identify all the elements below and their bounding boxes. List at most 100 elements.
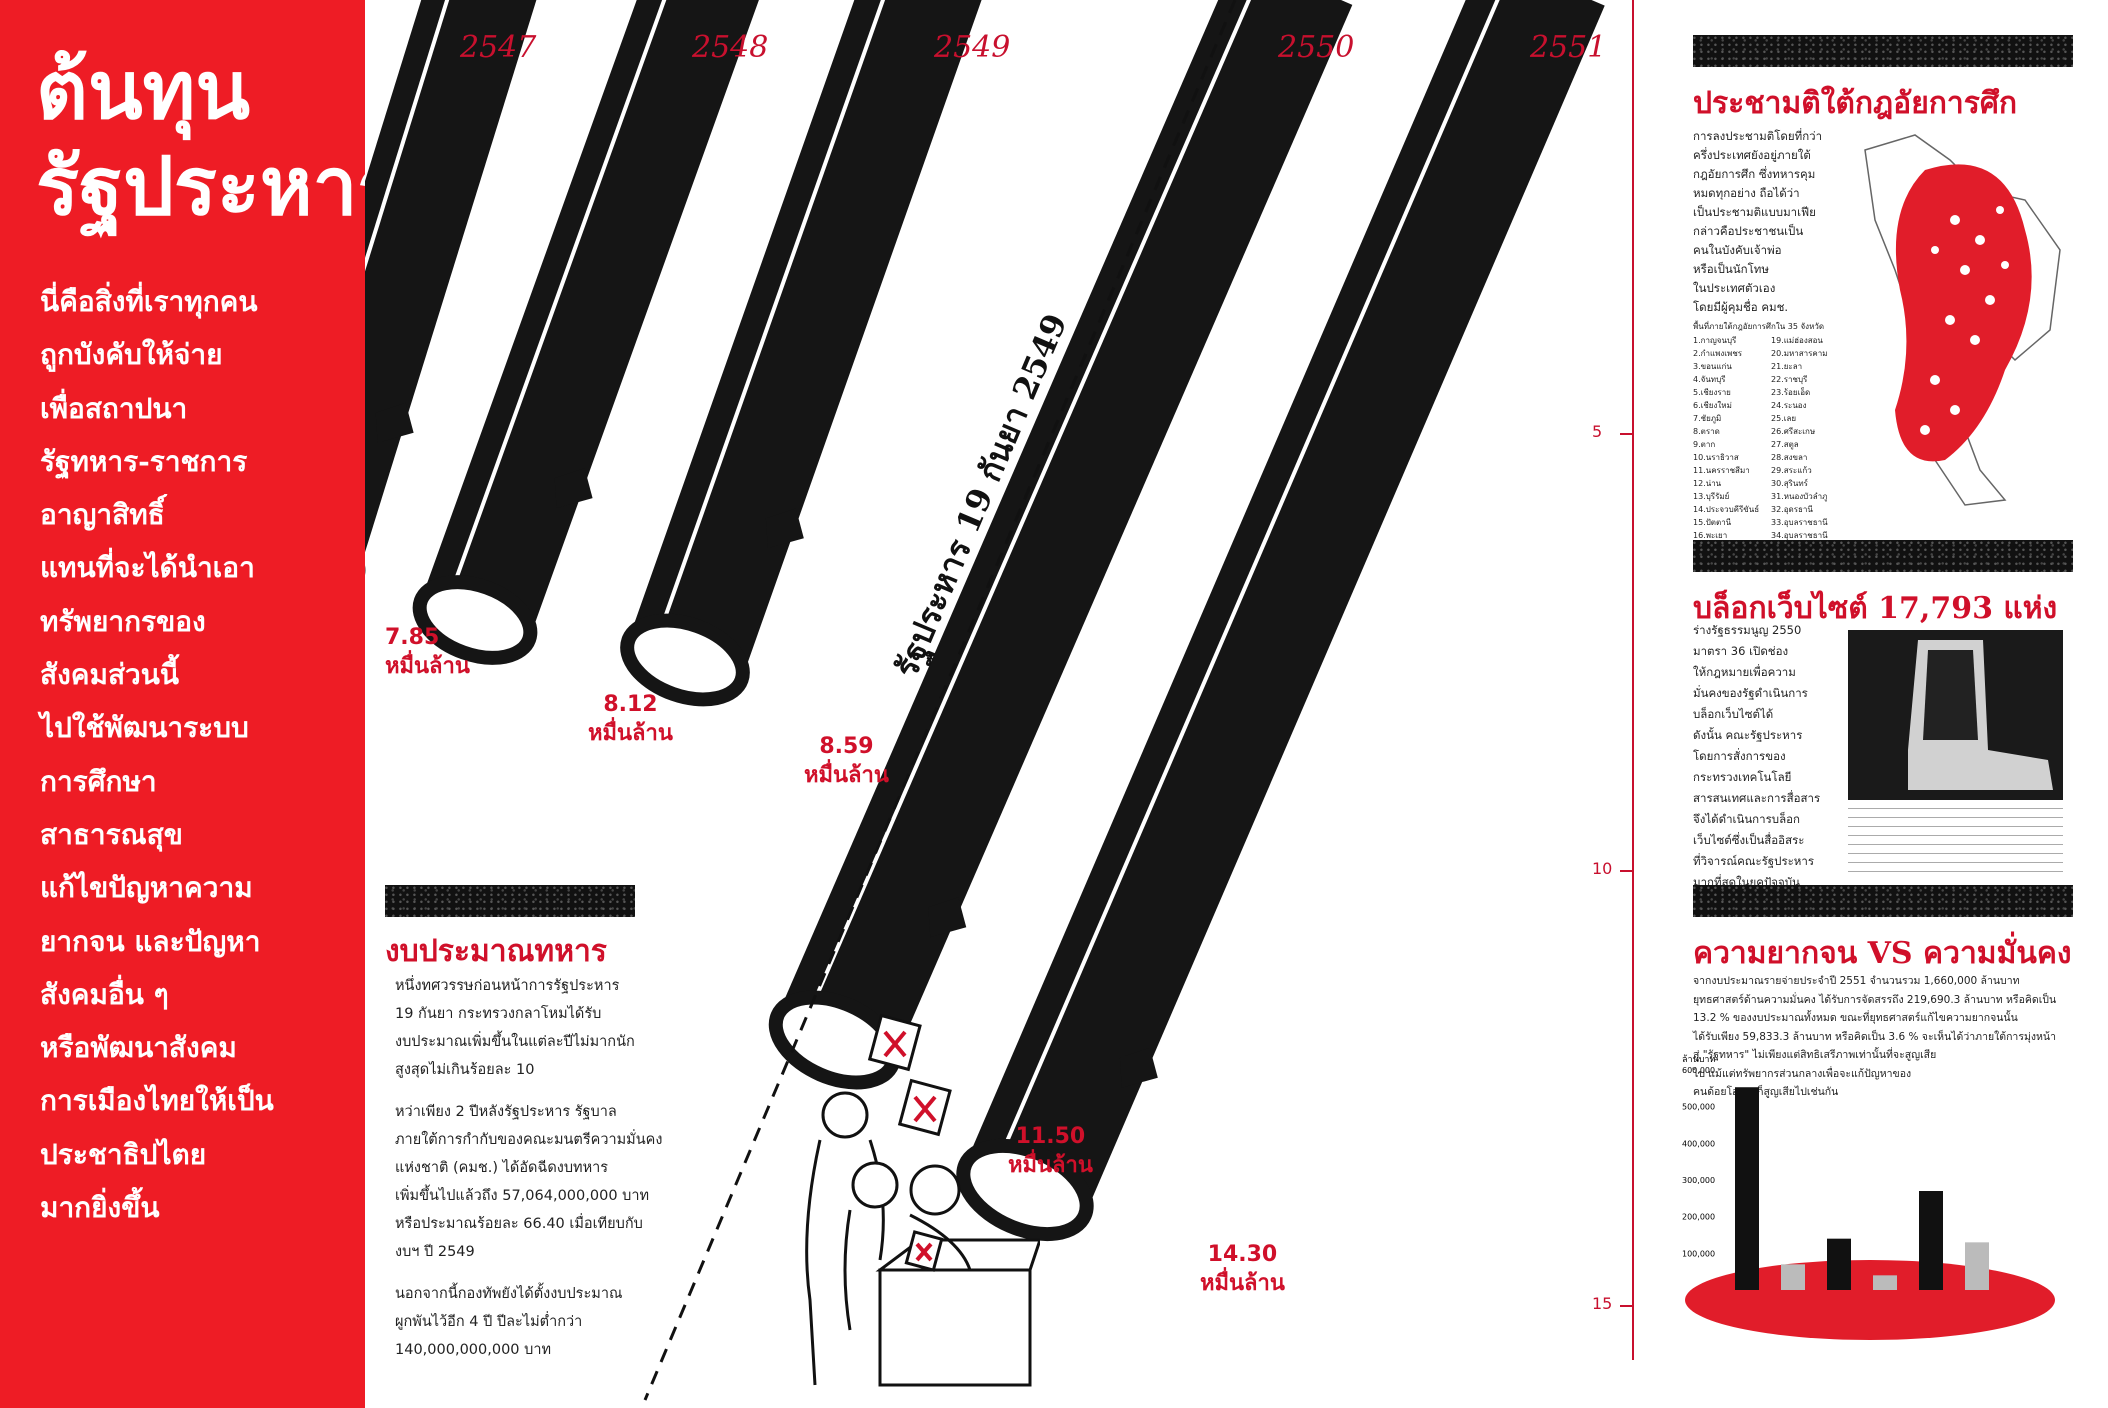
province-item: 32.อุดรธานี bbox=[1771, 505, 1813, 514]
chart-ylabel: ล้านบาท bbox=[1682, 1054, 1715, 1065]
province-item: 5.เชียงราย bbox=[1693, 388, 1731, 397]
value-unit: หมื่นล้าน bbox=[804, 763, 889, 788]
intro-text: นี่คือสิ่งที่เราทุกคนถูกบังคับให้จ่ายเพื… bbox=[40, 275, 350, 1234]
intro-line: ยากจน และปัญหา bbox=[40, 924, 261, 958]
intro-line: รัฐทหาร-ราชการ bbox=[40, 444, 248, 478]
province-item: 12.น่าน bbox=[1693, 479, 1722, 488]
poverty-text: จากงบประมาณรายจ่ายประจำปี 2551 จำนวนรวม … bbox=[1693, 972, 2068, 1102]
referendum-line: โดยมีผู้คุมชื่อ คมช. bbox=[1693, 300, 1789, 314]
chart-bar bbox=[1827, 1238, 1851, 1290]
poverty-line: จากงบประมาณรายจ่ายประจำปี 2551 จำนวนรวม … bbox=[1693, 975, 2020, 987]
value-number: 14.30 bbox=[1207, 1242, 1278, 1267]
province-item: 28.สงขลา bbox=[1771, 453, 1808, 462]
intro-line: เพื่อสถาปนา bbox=[40, 391, 188, 425]
budget-title: งบประมาณทหาร bbox=[385, 934, 607, 969]
block-line: มาตรา 36 เปิดช่อง bbox=[1693, 644, 1789, 658]
main-title-line2: รัฐประหาร bbox=[36, 139, 401, 233]
value-number: 8.59 bbox=[819, 734, 874, 759]
province-item: 3.ขอนแก่น bbox=[1693, 362, 1732, 371]
year-label: 2549 bbox=[934, 30, 1011, 65]
boot-tread bbox=[1920, 206, 2009, 435]
value-unit: หมื่นล้าน bbox=[588, 721, 673, 746]
barrel-sight bbox=[765, 508, 804, 549]
intro-line: สาธารณสุข bbox=[40, 817, 183, 851]
value-unit: หมื่นล้าน bbox=[1200, 1271, 1285, 1296]
referendum-line: หรือเป็นนักโทษ bbox=[1693, 262, 1769, 276]
intro-line: อาญาสิทธิ์ bbox=[40, 498, 165, 532]
province-item: 13.บุรีรัมย์ bbox=[1693, 492, 1730, 501]
gun-barrel bbox=[620, 0, 982, 707]
thailand-map bbox=[1864, 134, 2061, 506]
value-number: 8.12 bbox=[603, 692, 658, 717]
value-2549: 8.59 หมื่นล้าน bbox=[804, 732, 889, 790]
poverty-line: 13.2 % ของงบประมาณทั้งหมด ขณะที่ยุทธศาสต… bbox=[1693, 1012, 2018, 1024]
boot-print-icon bbox=[1895, 164, 2032, 462]
value-2548: 8.12 หมื่นล้าน bbox=[588, 690, 673, 748]
intro-line: ไปใช้พัฒนาระบบ bbox=[40, 711, 249, 745]
block-line: โดยการสั่งการของ bbox=[1693, 749, 1786, 763]
province-item: 7.ชัยภูมิ bbox=[1693, 414, 1722, 423]
province-item: 15.ปัตตานี bbox=[1693, 518, 1732, 527]
block-title: บล็อกเว็บไซต์ 17,793 แห่ง bbox=[1693, 591, 2058, 626]
referendum-line: คนในบังคับเจ้าพ่อ bbox=[1693, 243, 1782, 257]
year-label: 2551 bbox=[1530, 30, 1607, 65]
intro-line: ประชาธิปไตย bbox=[40, 1137, 207, 1171]
intro-line: สังคมส่วนนี้ bbox=[40, 658, 180, 692]
block-line: บล็อกเว็บไซต์ได้ bbox=[1693, 707, 1774, 721]
ruler-tick bbox=[1620, 1305, 1632, 1307]
value-number: 7.85 bbox=[385, 625, 440, 650]
block-line: ร่างรัฐธรรมนูญ 2550 bbox=[1693, 623, 1802, 637]
province-item: 25.เลย bbox=[1771, 414, 1797, 423]
url-list bbox=[1848, 800, 2063, 875]
referendum-line: การลงประชามติโดยที่กว่า bbox=[1693, 129, 1823, 143]
referendum-line: ครึ่งประเทศยังอยู่ภายใต้ bbox=[1693, 148, 1811, 162]
intro-line: การเมืองไทยให้เป็น bbox=[40, 1084, 274, 1118]
block-line: กระทรวงเทคโนโลยี bbox=[1693, 770, 1792, 784]
budget-line: สูงสุดไม่เกินร้อยละ 10 bbox=[395, 1062, 535, 1078]
budget-header-bar bbox=[385, 885, 635, 917]
poverty-title: ความยากจน VS ความมั่นคง bbox=[1693, 936, 2072, 971]
referendum-title: ประชามติใต้กฎอัยการศึก bbox=[1693, 86, 2018, 121]
budget-line: หรือประมาณร้อยละ 66.40 เมื่อเทียบกับ bbox=[395, 1216, 643, 1232]
ruler-label: 10 bbox=[1592, 859, 1613, 878]
person-head bbox=[851, 1161, 899, 1209]
referendum-line: ในประเทศตัวเอง bbox=[1693, 281, 1776, 295]
barrel-sight bbox=[554, 468, 593, 509]
referendum-line: กฎอัยการศึก ซึ่งทหารคุม bbox=[1693, 167, 1816, 181]
gun-barrel bbox=[365, 0, 537, 603]
province-list-title: พื้นที่ภายใต้กฎอัยการศึกใน 35 จังหวัด bbox=[1693, 322, 1825, 331]
chart-bar bbox=[1735, 1087, 1759, 1290]
gun-barrel bbox=[956, 0, 1605, 1242]
chart-bar bbox=[1919, 1191, 1943, 1290]
chart-ytick: 200,000 bbox=[1682, 1213, 1715, 1222]
chart-ytick: 600,000 bbox=[1682, 1066, 1715, 1075]
province-item: 4.จันทบุรี bbox=[1693, 375, 1726, 384]
budget-paragraph: นอกจากนี้กองทัพยังได้ตั้งงบประมาณผูกพันไ… bbox=[395, 1280, 665, 1364]
province-item: 19.แม่ฮ่องสอน bbox=[1771, 336, 1823, 345]
year-label: 2548 bbox=[692, 30, 769, 65]
main-title-line1: ต้นทุน bbox=[36, 43, 251, 137]
province-item: 11.นครราชสีมา bbox=[1693, 466, 1750, 475]
poverty-line: ไป แม้แต่ทรัพยากรส่วนกลางเพื่อจะแก้ปัญหา… bbox=[1693, 1067, 1912, 1080]
budget-line: 19 กันยา กระทรวงกลาโหมได้รับ bbox=[395, 1006, 602, 1022]
value-2551: 14.30 หมื่นล้าน bbox=[1200, 1240, 1285, 1298]
chart-bar bbox=[1965, 1242, 1989, 1290]
province-item: 33.อุบลราชธานี bbox=[1771, 518, 1828, 527]
chart-ytick: 300,000 bbox=[1682, 1176, 1715, 1185]
barrel-sight bbox=[375, 402, 414, 443]
year-label: 2547 bbox=[460, 30, 537, 65]
referendum-line: หมดทุกอย่าง ถือได้ว่า bbox=[1693, 186, 1800, 200]
ballot-box-icon bbox=[878, 1268, 1032, 1387]
intro-line: ถูกบังคับให้จ่าย bbox=[40, 338, 223, 372]
province-item: 31.หนองบัวลำภู bbox=[1771, 492, 1828, 501]
block-line: จึงได้ดำเนินการบล็อก bbox=[1693, 812, 1800, 826]
budget-line: งบฯ ปี 2549 bbox=[395, 1244, 475, 1260]
province-item: 14.ประจวบคีรีขันธ์ bbox=[1693, 505, 1760, 514]
budget-line: ผูกพันไว้อีก 4 ปี ปีละไม่ต่ำกว่า bbox=[395, 1314, 583, 1330]
budget-line: งบประมาณเพิ่มขึ้นในแต่ละปีไม่มากนัก bbox=[395, 1034, 635, 1050]
intro-line: สังคมอื่น ๆ bbox=[40, 977, 169, 1011]
province-item: 26.ศรีสะเกษ bbox=[1771, 427, 1816, 436]
block-line: ที่วิจารณ์คณะรัฐประหาร bbox=[1693, 854, 1815, 868]
